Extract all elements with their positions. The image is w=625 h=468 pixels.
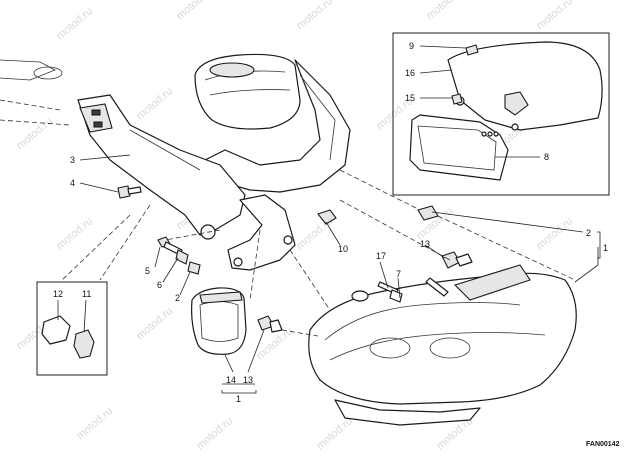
callout-16: 16 [405,68,415,78]
watermark-text: motod.ru [134,85,175,122]
callout-labels: 9 16 15 8 3 4 5 6 2 10 2 1 13 17 7 14 13… [53,41,608,404]
callout-7: 7 [396,269,401,279]
watermark-text: motod.ru [294,0,335,32]
callout-9: 9 [409,41,414,51]
callout-1-right: 1 [603,243,608,253]
headlight-assembly [308,264,577,426]
watermark-text: motod.ru [194,415,235,452]
background-sketch [0,59,71,126]
callout-13-right: 13 [420,239,430,249]
inset-instrument-panel [392,32,610,196]
callout-14: 14 [226,375,236,385]
callout-4: 4 [70,178,75,188]
callout-17: 17 [376,251,386,261]
callout-2-right: 2 [586,228,591,238]
callout-12: 12 [53,289,63,299]
windscreen [194,53,301,130]
watermark-text: motod.ru [424,0,465,22]
watermark-text: motod.ru [14,115,55,152]
bolt-4 [117,185,142,199]
callout-13-left: 13 [243,375,253,385]
callout-3: 3 [70,155,75,165]
watermark-text: motod.ru [174,0,215,22]
grommet-10 [317,209,337,225]
bulb-13-right [441,251,473,269]
watermark-text: motod.ru [534,0,575,32]
spacer-set [157,236,201,275]
watermark-text: motod.ru [314,415,355,452]
screws-17-7 [377,277,449,303]
bracket-marks [221,231,601,394]
watermark-text: motod.ru [534,215,575,252]
watermark-text: motod.ru [54,5,95,42]
callout-8: 8 [544,152,549,162]
callout-11: 11 [82,289,91,299]
bulb-13-left [257,315,283,333]
watermark-text: motod.ru [134,305,175,342]
watermark-text: motod.ru [74,405,115,442]
callout-15: 15 [405,93,415,103]
callout-10: 10 [338,244,348,254]
lower-bracket [227,194,296,271]
watermark-text: motod.ru [54,215,95,252]
callout-2-left: 2 [175,293,180,303]
callout-5: 5 [145,266,150,276]
figure-code: FAN00142 [586,441,620,448]
alignment-lines [59,169,576,337]
callout-6: 6 [157,280,162,290]
callout-1-bottom: 1 [236,394,241,404]
inset-lamp-parts [36,281,108,376]
parking-lamp-14 [191,287,247,355]
leader-lines [57,45,599,385]
support-bracket [77,94,246,240]
